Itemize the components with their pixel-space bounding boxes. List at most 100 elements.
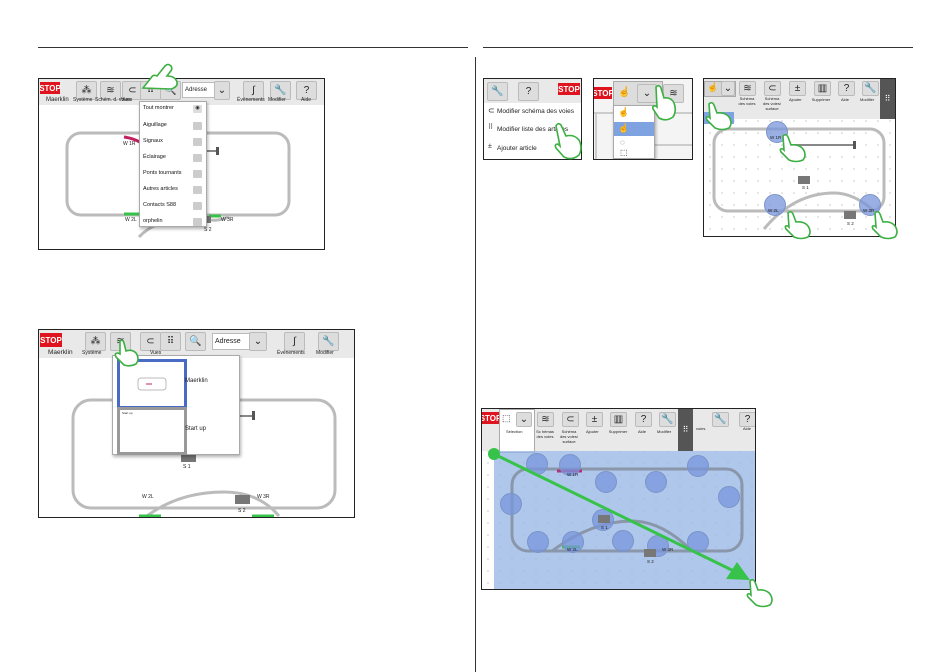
views-button[interactable]: ⊂ <box>140 332 161 351</box>
address-dropdown[interactable]: ⌄ <box>214 81 230 100</box>
hand-select-icon[interactable]: ☝ <box>707 82 719 92</box>
contact-icon-s2 <box>644 549 656 557</box>
eye-icon: ◉ <box>193 105 202 113</box>
address-dropdown[interactable]: ⌄ <box>249 332 267 351</box>
wrench-icon: 🔧 <box>661 414 674 425</box>
grid-toggle-icon[interactable]: ⠿ <box>880 79 895 119</box>
menu-item-signals[interactable]: Signaux <box>143 138 163 144</box>
selection-dropdown[interactable]: ⌄ <box>721 81 735 96</box>
address-field[interactable]: Adresse <box>182 82 216 98</box>
mode-option-hand-selected[interactable]: ☝ <box>614 122 654 136</box>
help-button[interactable]: ? <box>518 82 539 101</box>
edit-button[interactable]: 🔧 <box>318 332 339 351</box>
stop-button[interactable]: STOP <box>593 87 614 99</box>
help-button-background[interactable]: ? <box>739 412 755 427</box>
selected-item[interactable] <box>595 471 617 493</box>
wrench-icon: 🔧 <box>274 85 287 96</box>
rectangle-select-icon[interactable]: ⬚ <box>502 413 511 423</box>
wrench-icon: 🔧 <box>714 414 727 425</box>
hand-select-icon[interactable]: ☝ <box>618 87 631 98</box>
layout-label-startup[interactable]: Start up <box>185 426 207 432</box>
surface-diagram-button[interactable]: ⊂ <box>562 412 579 427</box>
stop-button[interactable]: STOP <box>481 412 502 424</box>
contact-label-s1: S 1 <box>802 185 809 190</box>
add-button[interactable]: ± <box>586 412 603 427</box>
edit-button[interactable]: 🔧 <box>487 82 508 101</box>
search-icon: 🔍 <box>164 85 177 96</box>
selected-item[interactable] <box>687 455 709 477</box>
address-field[interactable]: Adresse <box>212 333 250 350</box>
surface-diagram-button[interactable]: ⊂ <box>764 81 781 96</box>
mode-option-hand[interactable]: ☝ <box>614 106 654 120</box>
track-diagram-button[interactable]: ≋ <box>100 81 121 100</box>
menu-item-show-all[interactable]: Tout montrer <box>143 105 174 111</box>
events-label: Événements <box>277 350 305 356</box>
mode-option-lasso[interactable]: ◌ <box>614 138 654 148</box>
checkbox-s88-contacts[interactable] <box>193 202 202 210</box>
delete-button[interactable]: ▥ <box>814 81 831 96</box>
stop-button[interactable]: STOP <box>39 82 61 94</box>
wrench-icon: 🔧 <box>322 336 335 347</box>
hand-pointer-icon <box>141 63 178 90</box>
edit-button-background[interactable]: 🔧 <box>712 412 729 427</box>
checkbox-turntables[interactable] <box>193 170 202 178</box>
selected-switch-w1r[interactable] <box>559 454 581 476</box>
stop-button[interactable]: STOP <box>40 333 62 347</box>
events-button[interactable]: ∫ <box>243 81 264 100</box>
checkbox-signals[interactable] <box>193 138 202 146</box>
selection-dropdown[interactable]: ⌄ <box>516 412 532 427</box>
selected-switch-w2l[interactable] <box>764 194 786 216</box>
selected-item[interactable] <box>500 493 522 515</box>
selected-item[interactable] <box>612 530 634 552</box>
contact-icon-s1 <box>181 453 196 462</box>
search-button[interactable]: 🔍 <box>185 332 206 351</box>
menu-item-add-article[interactable]: Ajouter article <box>497 145 537 152</box>
help-icon: ? <box>303 85 310 96</box>
help-button[interactable]: ? <box>296 81 317 100</box>
edit-button[interactable]: 🔧 <box>862 81 879 96</box>
filter-button[interactable]: ⠿ <box>160 332 181 351</box>
add-button[interactable]: ± <box>789 81 806 96</box>
delete-button[interactable]: ▥ <box>610 412 627 427</box>
lasso-icon: ◌ <box>620 138 625 147</box>
events-icon: ∫ <box>293 336 296 347</box>
menu-item-turntables[interactable]: Ponts tournants <box>143 170 182 176</box>
menu-item-switches[interactable]: Aiguillage <box>143 122 167 128</box>
help-button[interactable]: ? <box>635 412 652 427</box>
menu-item-other-articles[interactable]: Autres articles <box>143 186 178 192</box>
surface-diagram-icon: ⊂ <box>566 414 575 425</box>
drag-arrow-line <box>493 452 743 577</box>
stop-button[interactable]: STOP <box>558 83 580 95</box>
layout-tab[interactable]: Maerklin <box>48 349 73 356</box>
layout-thumbnail-startup[interactable]: Start up <box>117 407 187 455</box>
selected-item[interactable] <box>718 486 740 508</box>
menu-item-orphan[interactable]: orphelin <box>143 218 163 224</box>
system-button[interactable]: ⁂ <box>76 81 97 100</box>
checkbox-other-articles[interactable] <box>193 186 202 194</box>
grid-toggle-icon[interactable]: ⠿ <box>678 409 693 451</box>
checkbox-switches[interactable] <box>193 122 202 130</box>
selected-switch-w3r[interactable] <box>859 194 881 216</box>
selected-item[interactable] <box>645 471 667 493</box>
layout-tab[interactable]: Maerklin <box>46 97 69 103</box>
menu-item-edit-article-list[interactable]: Modifier liste des articles <box>497 126 569 133</box>
system-button[interactable]: ⁂ <box>85 332 106 351</box>
help-button[interactable]: ? <box>838 81 855 96</box>
track-diagram-button[interactable]: ≋ <box>537 412 554 427</box>
checkbox-lighting[interactable] <box>193 154 202 162</box>
edit-button[interactable]: 🔧 <box>659 412 676 427</box>
selected-switch-w2l[interactable] <box>562 531 584 553</box>
events-button[interactable]: ∫ <box>284 332 305 351</box>
track-diagram-button[interactable]: ≋ <box>739 81 756 96</box>
thumb-label: Start up <box>122 411 133 415</box>
switch-label-w3r: W 3R <box>662 547 674 552</box>
layout-label-maerklin[interactable]: Maerklin <box>185 378 208 384</box>
checkbox-orphan[interactable] <box>193 218 202 226</box>
mode-option-rectangle[interactable]: ⬚ <box>614 148 654 158</box>
menu-item-s88-contacts[interactable]: Contacts S88 <box>143 202 177 208</box>
edit-button[interactable]: 🔧 <box>270 81 291 100</box>
menu-item-edit-track-diagram[interactable]: Modifier schéma des voies <box>497 108 574 115</box>
track-diagram-label: Schém. d. voies <box>95 97 131 103</box>
menu-item-lighting[interactable]: Éclairage <box>143 154 166 160</box>
selected-item[interactable] <box>527 531 549 553</box>
